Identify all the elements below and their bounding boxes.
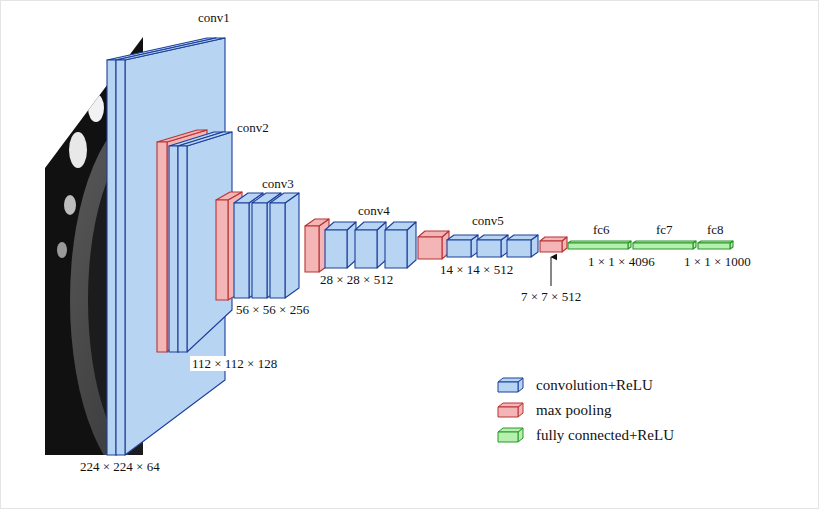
swatch-face (498, 407, 518, 417)
block-face (270, 193, 299, 203)
block-face (216, 192, 242, 200)
block-face (305, 226, 319, 272)
block-face (116, 38, 225, 60)
leader-arrow (551, 257, 552, 286)
legend-swatch (496, 376, 526, 394)
block-face (633, 243, 693, 249)
block-face (385, 222, 416, 230)
dimension-label: 28 × 28 × 512 (320, 272, 393, 287)
block-face (540, 237, 567, 241)
pool-block (418, 231, 449, 259)
legend-swatch (496, 401, 526, 419)
fc-block (698, 241, 733, 249)
block-face (507, 235, 538, 240)
conv-block (477, 235, 508, 257)
legend-text: convolution+ReLU (536, 376, 653, 394)
layer-name: conv1 (198, 10, 230, 25)
image-blob (69, 132, 87, 168)
dimension-label: 1 × 1 × 4096 (588, 254, 655, 269)
layer-blocks (107, 38, 733, 455)
block-face (169, 146, 178, 352)
layer-name: fc8 (707, 222, 724, 237)
legend-entry: max pooling (496, 401, 611, 419)
block-face (568, 243, 628, 249)
swatch-face (498, 378, 523, 382)
block-face (698, 243, 730, 249)
swatch-face (498, 432, 518, 442)
block-face (355, 222, 386, 230)
swatch-face (498, 403, 523, 407)
block-face (187, 132, 232, 352)
conv-block (325, 222, 356, 268)
legend-entry: fully connected+ReLU (496, 426, 674, 444)
block-face (477, 240, 501, 257)
layer-name: conv4 (358, 203, 390, 218)
legend-entry: convolution+ReLU (496, 376, 653, 394)
fc-block (568, 241, 631, 249)
conv-block (507, 235, 538, 257)
block-face (325, 230, 347, 268)
block-face (116, 60, 125, 455)
block-face (285, 193, 299, 298)
block-face (305, 219, 329, 226)
block-face (418, 237, 442, 259)
layer-name: conv5 (472, 213, 504, 228)
block-face (355, 230, 377, 268)
image-blob (64, 195, 76, 215)
block-face (252, 203, 267, 298)
layer-name: fc7 (656, 222, 673, 237)
block-face (325, 222, 356, 230)
pool-block (540, 237, 567, 252)
dimension-label: 14 × 14 × 512 (440, 262, 513, 277)
block-face (507, 240, 531, 257)
block-face (447, 235, 478, 240)
dimension-label: 224 × 224 × 64 (80, 459, 160, 474)
block-face (385, 230, 407, 268)
dimension-label: 112 × 112 × 128 (190, 356, 279, 371)
block-face (107, 60, 116, 455)
block-face (540, 241, 562, 252)
block-face (270, 203, 285, 298)
swatch-face (498, 382, 518, 392)
block-face (216, 200, 228, 300)
image-blob (57, 242, 67, 258)
block-face (157, 142, 167, 352)
block-face (418, 231, 449, 237)
fc-block (633, 241, 696, 249)
legend-text: fully connected+ReLU (536, 426, 674, 444)
conv-block (385, 222, 416, 268)
block-face (178, 146, 187, 352)
swatch-face (498, 428, 523, 432)
layer-name: conv3 (262, 176, 294, 191)
legend-swatch (496, 426, 526, 444)
conv-block (178, 132, 232, 352)
conv-block (270, 193, 299, 298)
block-face (178, 132, 232, 146)
conv-block (355, 222, 386, 268)
dimension-label: 56 × 56 × 256 (236, 302, 309, 317)
block-face (234, 203, 249, 298)
image-blob (88, 94, 104, 122)
layer-name: fc6 (593, 222, 610, 237)
dimension-label: 7 × 7 × 512 (521, 289, 581, 304)
conv-block (447, 235, 478, 257)
block-face (447, 240, 471, 257)
layer-name: conv2 (237, 120, 269, 135)
block-face (477, 235, 508, 240)
legend-text: max pooling (536, 401, 611, 419)
leader-lines (551, 257, 552, 286)
dimension-label: 1 × 1 × 1000 (684, 254, 751, 269)
